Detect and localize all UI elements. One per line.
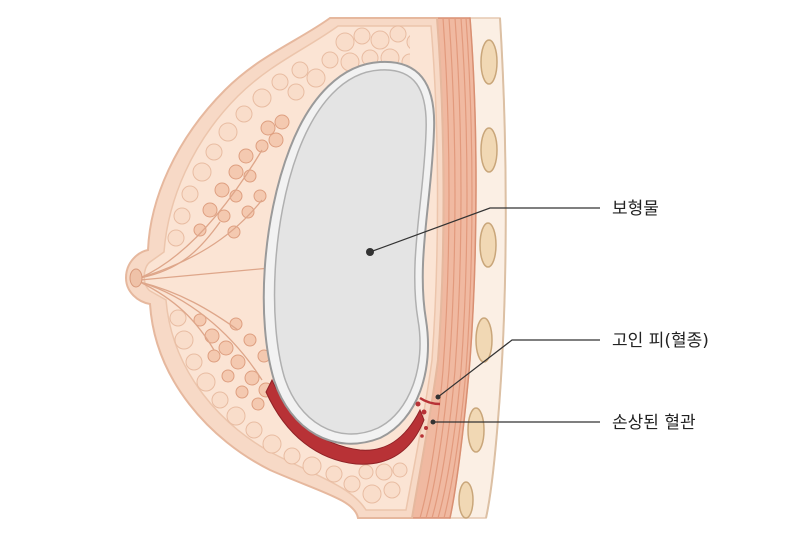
damaged-vessel <box>414 396 441 438</box>
rib-6 <box>458 481 474 519</box>
implant <box>262 60 436 445</box>
label-clot: 고인 피(혈종) <box>612 331 709 351</box>
chest-wall-edge <box>485 17 507 519</box>
rib-1 <box>480 39 498 85</box>
nipple <box>129 268 143 288</box>
rib-5 <box>467 407 485 453</box>
gland-cluster-upper <box>193 114 290 239</box>
label-vessel: 손상된 혈관 <box>612 413 696 433</box>
implant-pointer-dot <box>366 248 374 256</box>
leader-implant <box>369 207 600 253</box>
rib-3 <box>479 222 497 268</box>
implant-gel <box>273 69 427 435</box>
milk-ducts <box>139 149 271 381</box>
vessel-stub <box>419 396 441 406</box>
chest-wall <box>449 17 507 519</box>
rib-2 <box>480 127 498 173</box>
leader-clot <box>437 339 600 398</box>
rib-4 <box>475 317 493 363</box>
clot-pointer-dot <box>435 394 441 400</box>
leader-lines <box>369 207 600 423</box>
vessel-pointer-dot <box>430 419 436 425</box>
label-implant: 보형물 <box>612 199 659 219</box>
